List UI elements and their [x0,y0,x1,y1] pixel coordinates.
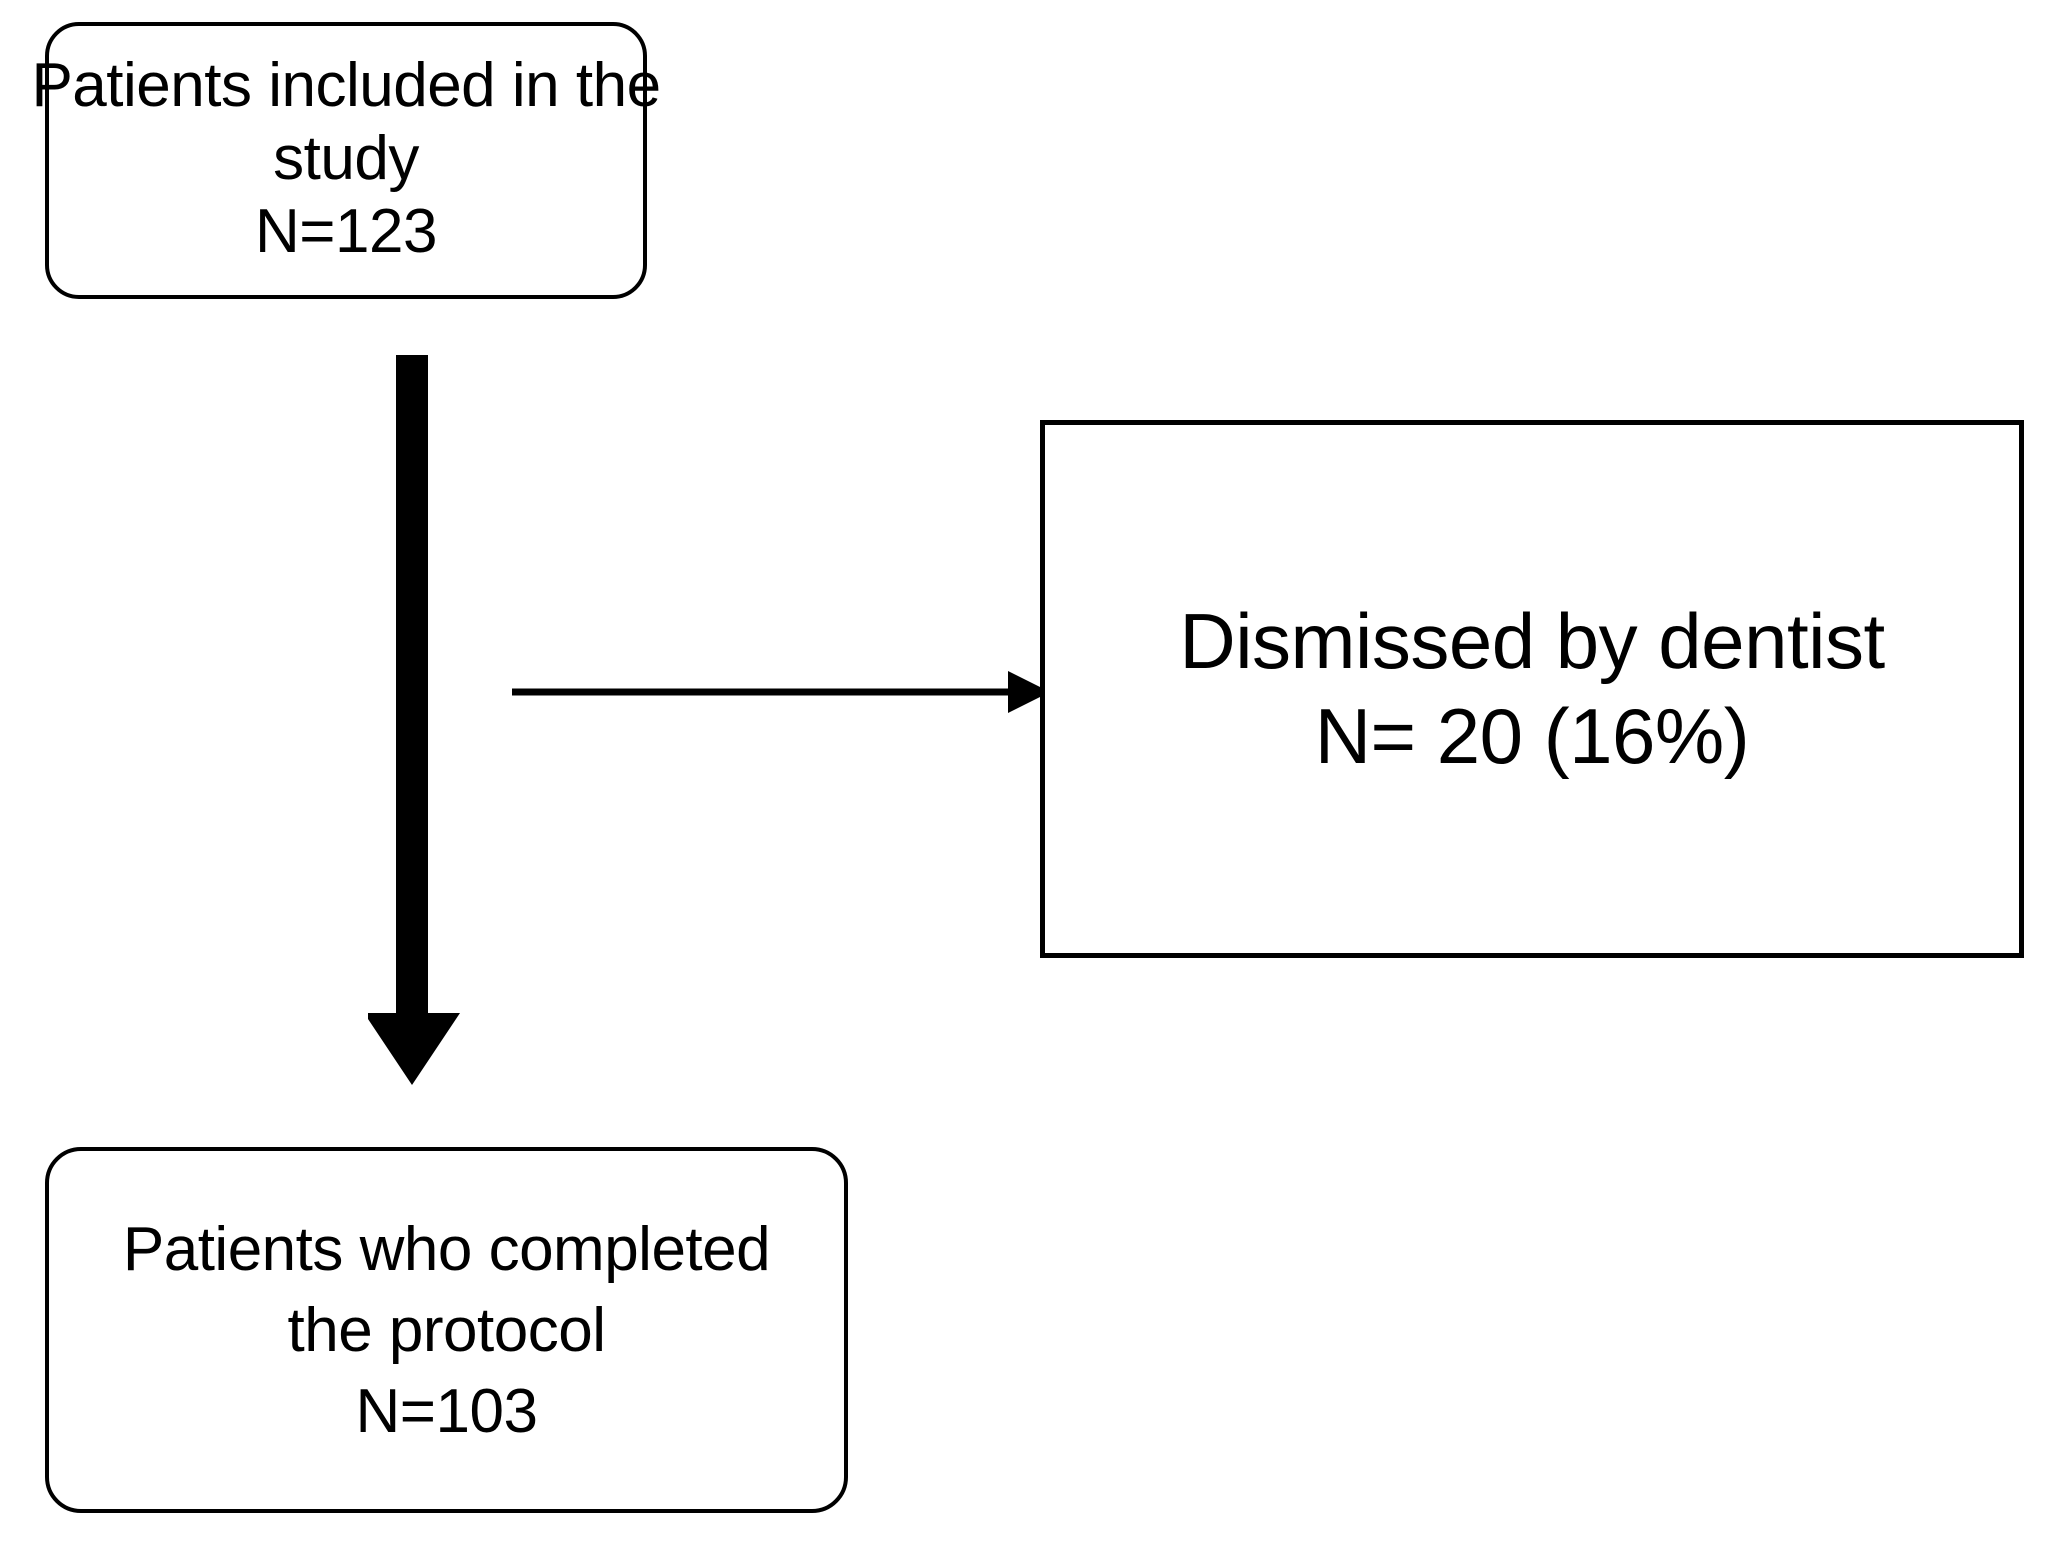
node-patients-completed-line-3: N=103 [355,1376,538,1446]
node-patients-completed-line-2: the protocol [287,1295,607,1365]
vertical-arrow-icon [368,355,460,1085]
node-dismissed-by-dentist: Dismissed by dentist N= 20 (16%) [1040,420,2024,958]
node-patients-included: Patients included in the study N=123 [31,22,661,299]
node-dismissed-by-dentist-line-1: Dismissed by dentist [1179,597,1885,685]
node-patients-included-line-3: N=123 [255,197,437,266]
node-dismissed-by-dentist-line-2: N= 20 (16%) [1314,692,1750,780]
node-patients-included-line-1: Patients included in the [31,51,661,120]
horizontal-arrow-icon [512,671,1050,713]
node-patients-completed-line-1: Patients who completed [122,1214,771,1284]
node-patients-completed: Patients who completed the protocol N=10… [45,1147,848,1513]
node-patients-included-line-2: study [273,124,419,193]
